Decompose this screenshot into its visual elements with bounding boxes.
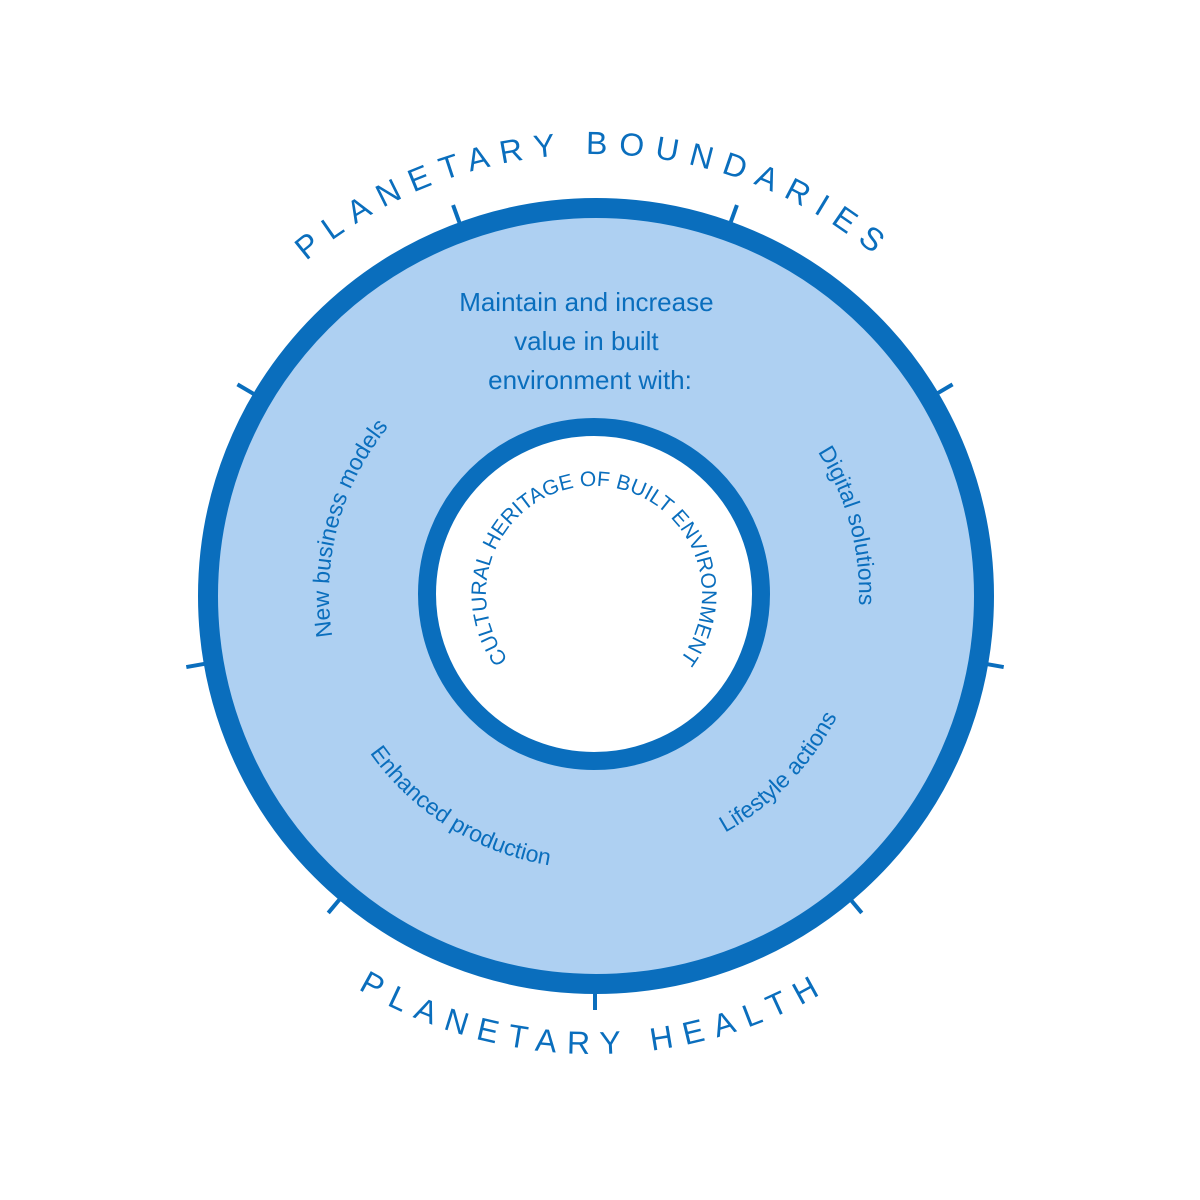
tick-mark <box>451 204 463 228</box>
tick-mark <box>236 382 259 398</box>
tick-mark <box>845 894 864 915</box>
tick-marks <box>185 204 1005 1010</box>
middle-heading: Maintain and increase value in built env… <box>459 287 721 395</box>
tick-mark <box>931 382 954 398</box>
tick-mark <box>326 894 345 915</box>
tick-mark <box>980 661 1005 670</box>
tick-mark <box>727 204 739 228</box>
inner-ring <box>418 418 770 770</box>
tick-mark <box>185 661 210 670</box>
